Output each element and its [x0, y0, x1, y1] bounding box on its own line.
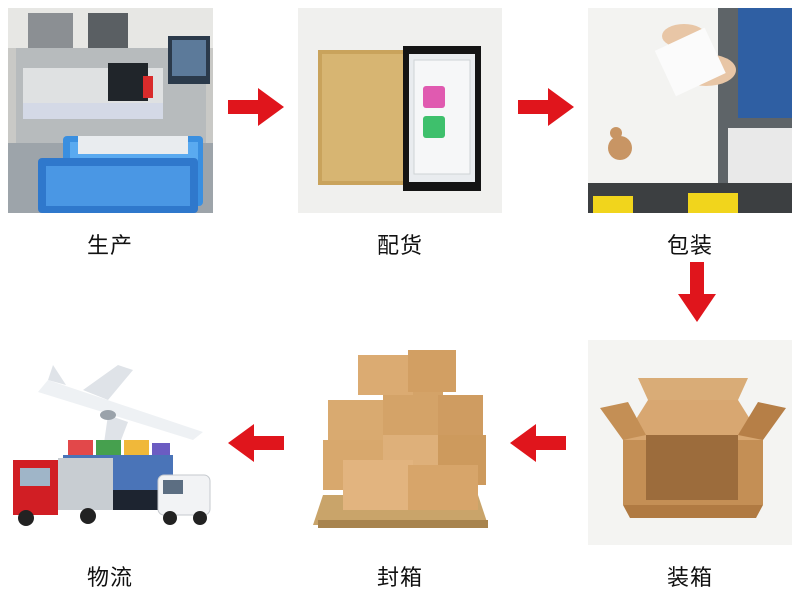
- arrow-down-icon: [676, 262, 718, 322]
- step-label-distribution: 配货: [376, 234, 423, 259]
- boxing-photo: [588, 340, 792, 545]
- step-label-sealing: 封箱: [376, 566, 423, 591]
- arrow-right-icon: [518, 86, 574, 128]
- sealing-photo: [298, 340, 502, 545]
- step-label-packaging: 包装: [666, 234, 713, 259]
- distribution-photo: [298, 8, 502, 213]
- arrow-right-icon: [228, 86, 284, 128]
- packaging-photo: [588, 8, 792, 213]
- arrow-left-icon: [510, 422, 566, 464]
- step-label-logistics: 物流: [86, 566, 133, 591]
- step-label-production: 生产: [86, 234, 133, 259]
- production-photo: [8, 8, 213, 213]
- logistics-photo: [8, 340, 213, 545]
- step-label-boxing: 装箱: [666, 566, 713, 591]
- arrow-left-icon: [228, 422, 284, 464]
